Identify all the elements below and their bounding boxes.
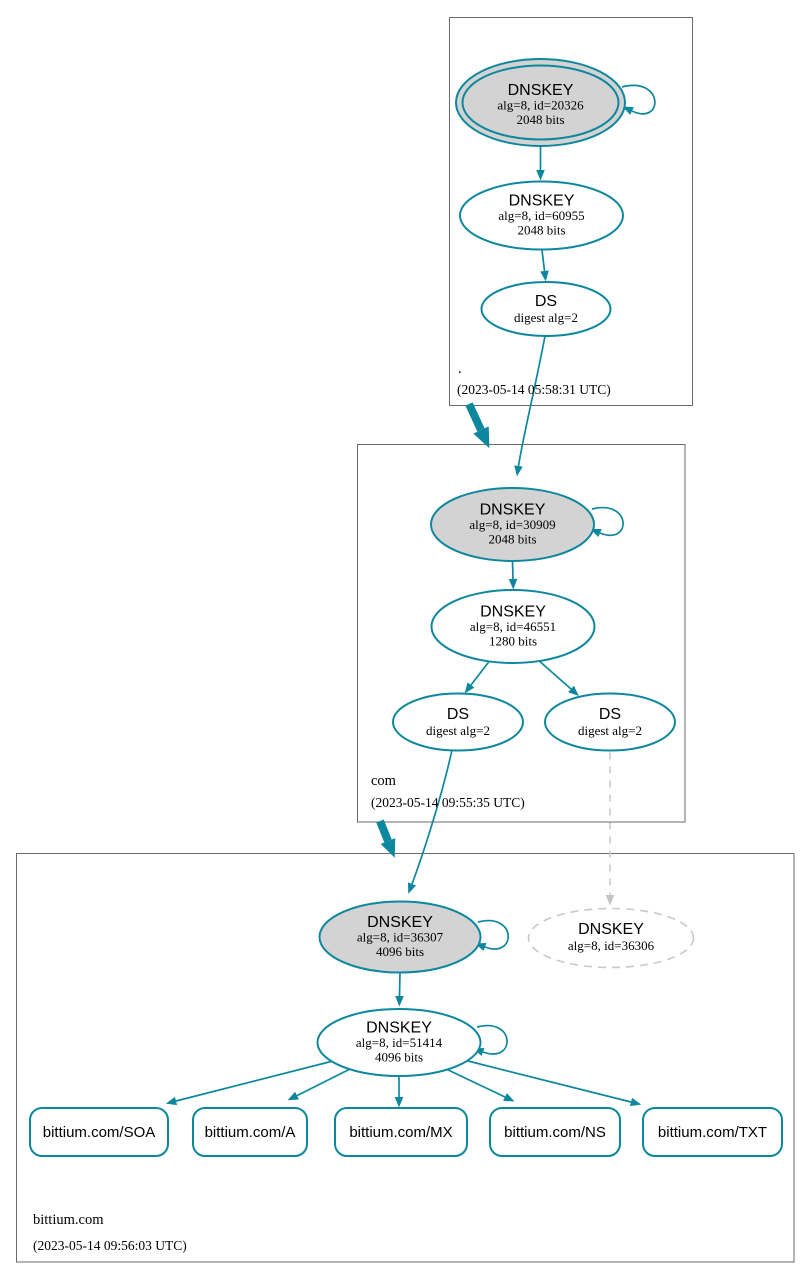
zone-timestamp-com: (2023-05-14 09:55:35 UTC) (371, 795, 525, 810)
edge-com-ds-to-bittium-ksk (407, 749, 453, 894)
zone-label-root: . (458, 361, 462, 377)
zone-timestamp-bittium: (2023-05-14 09:56:03 UTC) (33, 1238, 187, 1253)
node-attrs: digest alg=2 (578, 723, 642, 738)
node-bits: 2048 bits (488, 532, 536, 547)
node-bits: 4096 bits (376, 944, 424, 959)
node-attrs: alg=8, id=36306 (568, 938, 655, 953)
rrset-label: bittium.com/TXT (658, 1124, 767, 1141)
node-bits: 2048 bits (517, 223, 565, 238)
node-root-ksk-dnskey[interactable]: DNSKEY alg=8, id=20326 2048 bits (455, 58, 626, 147)
node-bittium-ksk-dnskey[interactable]: DNSKEY alg=8, id=36307 4096 bits (318, 900, 482, 974)
node-bits: 4096 bits (375, 1050, 423, 1065)
node-bittium-zsk-dnskey[interactable]: DNSKEY alg=8, id=51414 4096 bits (316, 1008, 482, 1077)
zone-label-bittium: bittium.com (33, 1212, 104, 1228)
edge-bittium-ksk-to-bittium-zsk (395, 972, 404, 1007)
edge-root-zsk-to-root-ds (540, 249, 549, 282)
node-bittium-missing-dnskey[interactable]: DNSKEY alg=8, id=36306 (527, 907, 695, 969)
node-rrset-a[interactable]: bittium.com/A (192, 1107, 308, 1157)
rrset-label: bittium.com/SOA (43, 1124, 156, 1141)
node-attrs: alg=8, id=30909 (469, 517, 555, 532)
node-title: DNSKEY (578, 921, 644, 938)
self-loop-com-ksk (590, 506, 624, 537)
zone-timestamp-root: (2023-05-14 05:58:31 UTC) (457, 382, 611, 397)
edge-root-ds-to-com-ksk (514, 335, 546, 477)
node-title: DNSKEY (366, 1020, 432, 1037)
node-title: DS (535, 293, 557, 310)
node-title: DNSKEY (480, 502, 546, 519)
rrset-label: bittium.com/A (205, 1124, 296, 1141)
node-title: DNSKEY (480, 604, 546, 621)
node-com-ksk-dnskey[interactable]: DNSKEY alg=8, id=30909 2048 bits (430, 487, 595, 562)
delegation-arrow-root-to-com (465, 402, 490, 449)
edge-com-zsk-to-ds-right (536, 658, 579, 696)
node-com-ds-left[interactable]: DS digest alg=2 (392, 692, 524, 752)
node-rrset-soa[interactable]: bittium.com/SOA (29, 1107, 169, 1157)
node-com-ds-right[interactable]: DS digest alg=2 (544, 692, 676, 752)
node-attrs: alg=8, id=46551 (470, 619, 556, 634)
edge-bittium-zsk-to-txt (463, 1059, 642, 1107)
edge-com-ksk-to-com-zsk (508, 561, 518, 590)
node-attrs: alg=8, id=20326 (497, 98, 584, 113)
self-loop-bittium-ksk (475, 919, 509, 952)
rrset-label: bittium.com/NS (504, 1124, 606, 1141)
node-attrs: digest alg=2 (514, 310, 578, 325)
edge-bittium-zsk-to-ns (443, 1067, 515, 1102)
self-loop-root-ksk (621, 84, 656, 115)
node-attrs: alg=8, id=51414 (356, 1035, 443, 1050)
node-title: DNSKEY (367, 914, 433, 931)
node-title: DNSKEY (509, 193, 575, 210)
zone-label-com: com (371, 773, 397, 789)
node-com-zsk-dnskey[interactable]: DNSKEY alg=8, id=46551 1280 bits (430, 589, 596, 664)
zone-box-com (357, 444, 686, 823)
node-rrset-txt[interactable]: bittium.com/TXT (642, 1107, 783, 1157)
delegation-arrow-com-to-bittium (376, 819, 396, 858)
self-loop-bittium-zsk (473, 1024, 508, 1057)
node-title: DS (599, 706, 621, 723)
node-root-ds[interactable]: DS digest alg=2 (480, 281, 612, 337)
rrset-label: bittium.com/MX (349, 1124, 452, 1141)
zone-box-bittium (16, 853, 795, 1263)
node-bits: 1280 bits (489, 634, 537, 649)
node-bits: 2048 bits (516, 112, 564, 127)
node-attrs: digest alg=2 (426, 723, 490, 738)
node-rrset-ns[interactable]: bittium.com/NS (489, 1107, 621, 1157)
node-rrset-mx[interactable]: bittium.com/MX (334, 1107, 468, 1157)
zone-box-root (449, 17, 693, 406)
edge-com-zsk-to-ds-left (464, 658, 492, 694)
edge-bittium-zsk-to-soa (165, 1060, 334, 1106)
node-title: DS (447, 706, 469, 723)
node-attrs: alg=8, id=60955 (498, 208, 584, 223)
node-title: DNSKEY (508, 82, 574, 99)
node-attrs: alg=8, id=36307 (357, 930, 444, 945)
edge-bittium-zsk-to-a (287, 1067, 353, 1101)
node-root-zsk-dnskey[interactable]: DNSKEY alg=8, id=60955 2048 bits (459, 180, 624, 251)
